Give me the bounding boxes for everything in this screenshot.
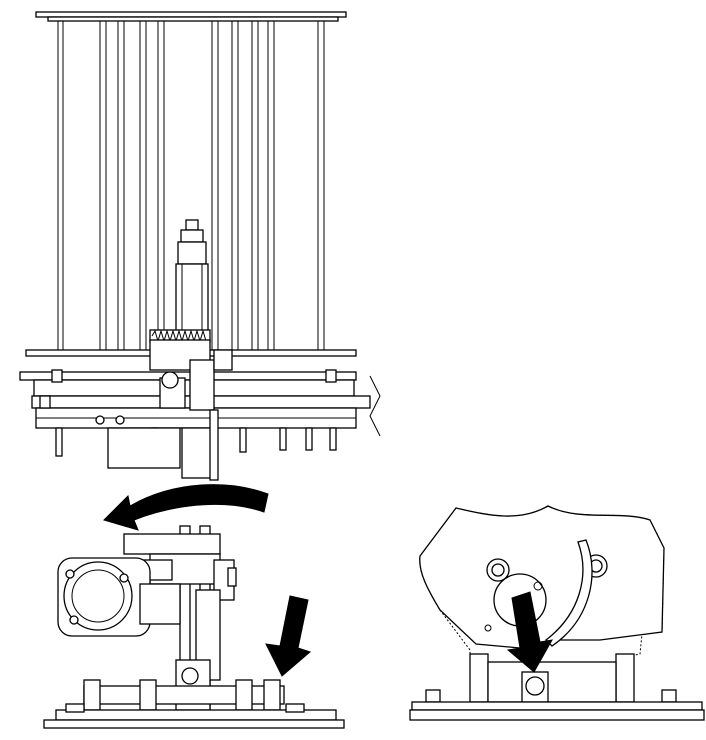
motor <box>57 557 181 637</box>
top-plate <box>35 11 347 18</box>
press-arrow-left <box>265 595 311 677</box>
rotate-arrow <box>103 484 269 531</box>
break-mark <box>369 375 381 437</box>
base-plate <box>19 371 357 381</box>
base-assembly-left <box>43 525 345 729</box>
bracket-detail <box>409 505 705 721</box>
rack-assembly <box>19 11 381 481</box>
studs <box>39 369 337 457</box>
press-arrow-right <box>506 591 553 673</box>
base-plate-right <box>409 709 705 721</box>
base-plate-left <box>43 719 345 729</box>
center-post <box>175 219 209 335</box>
vertical-rods <box>57 21 325 350</box>
